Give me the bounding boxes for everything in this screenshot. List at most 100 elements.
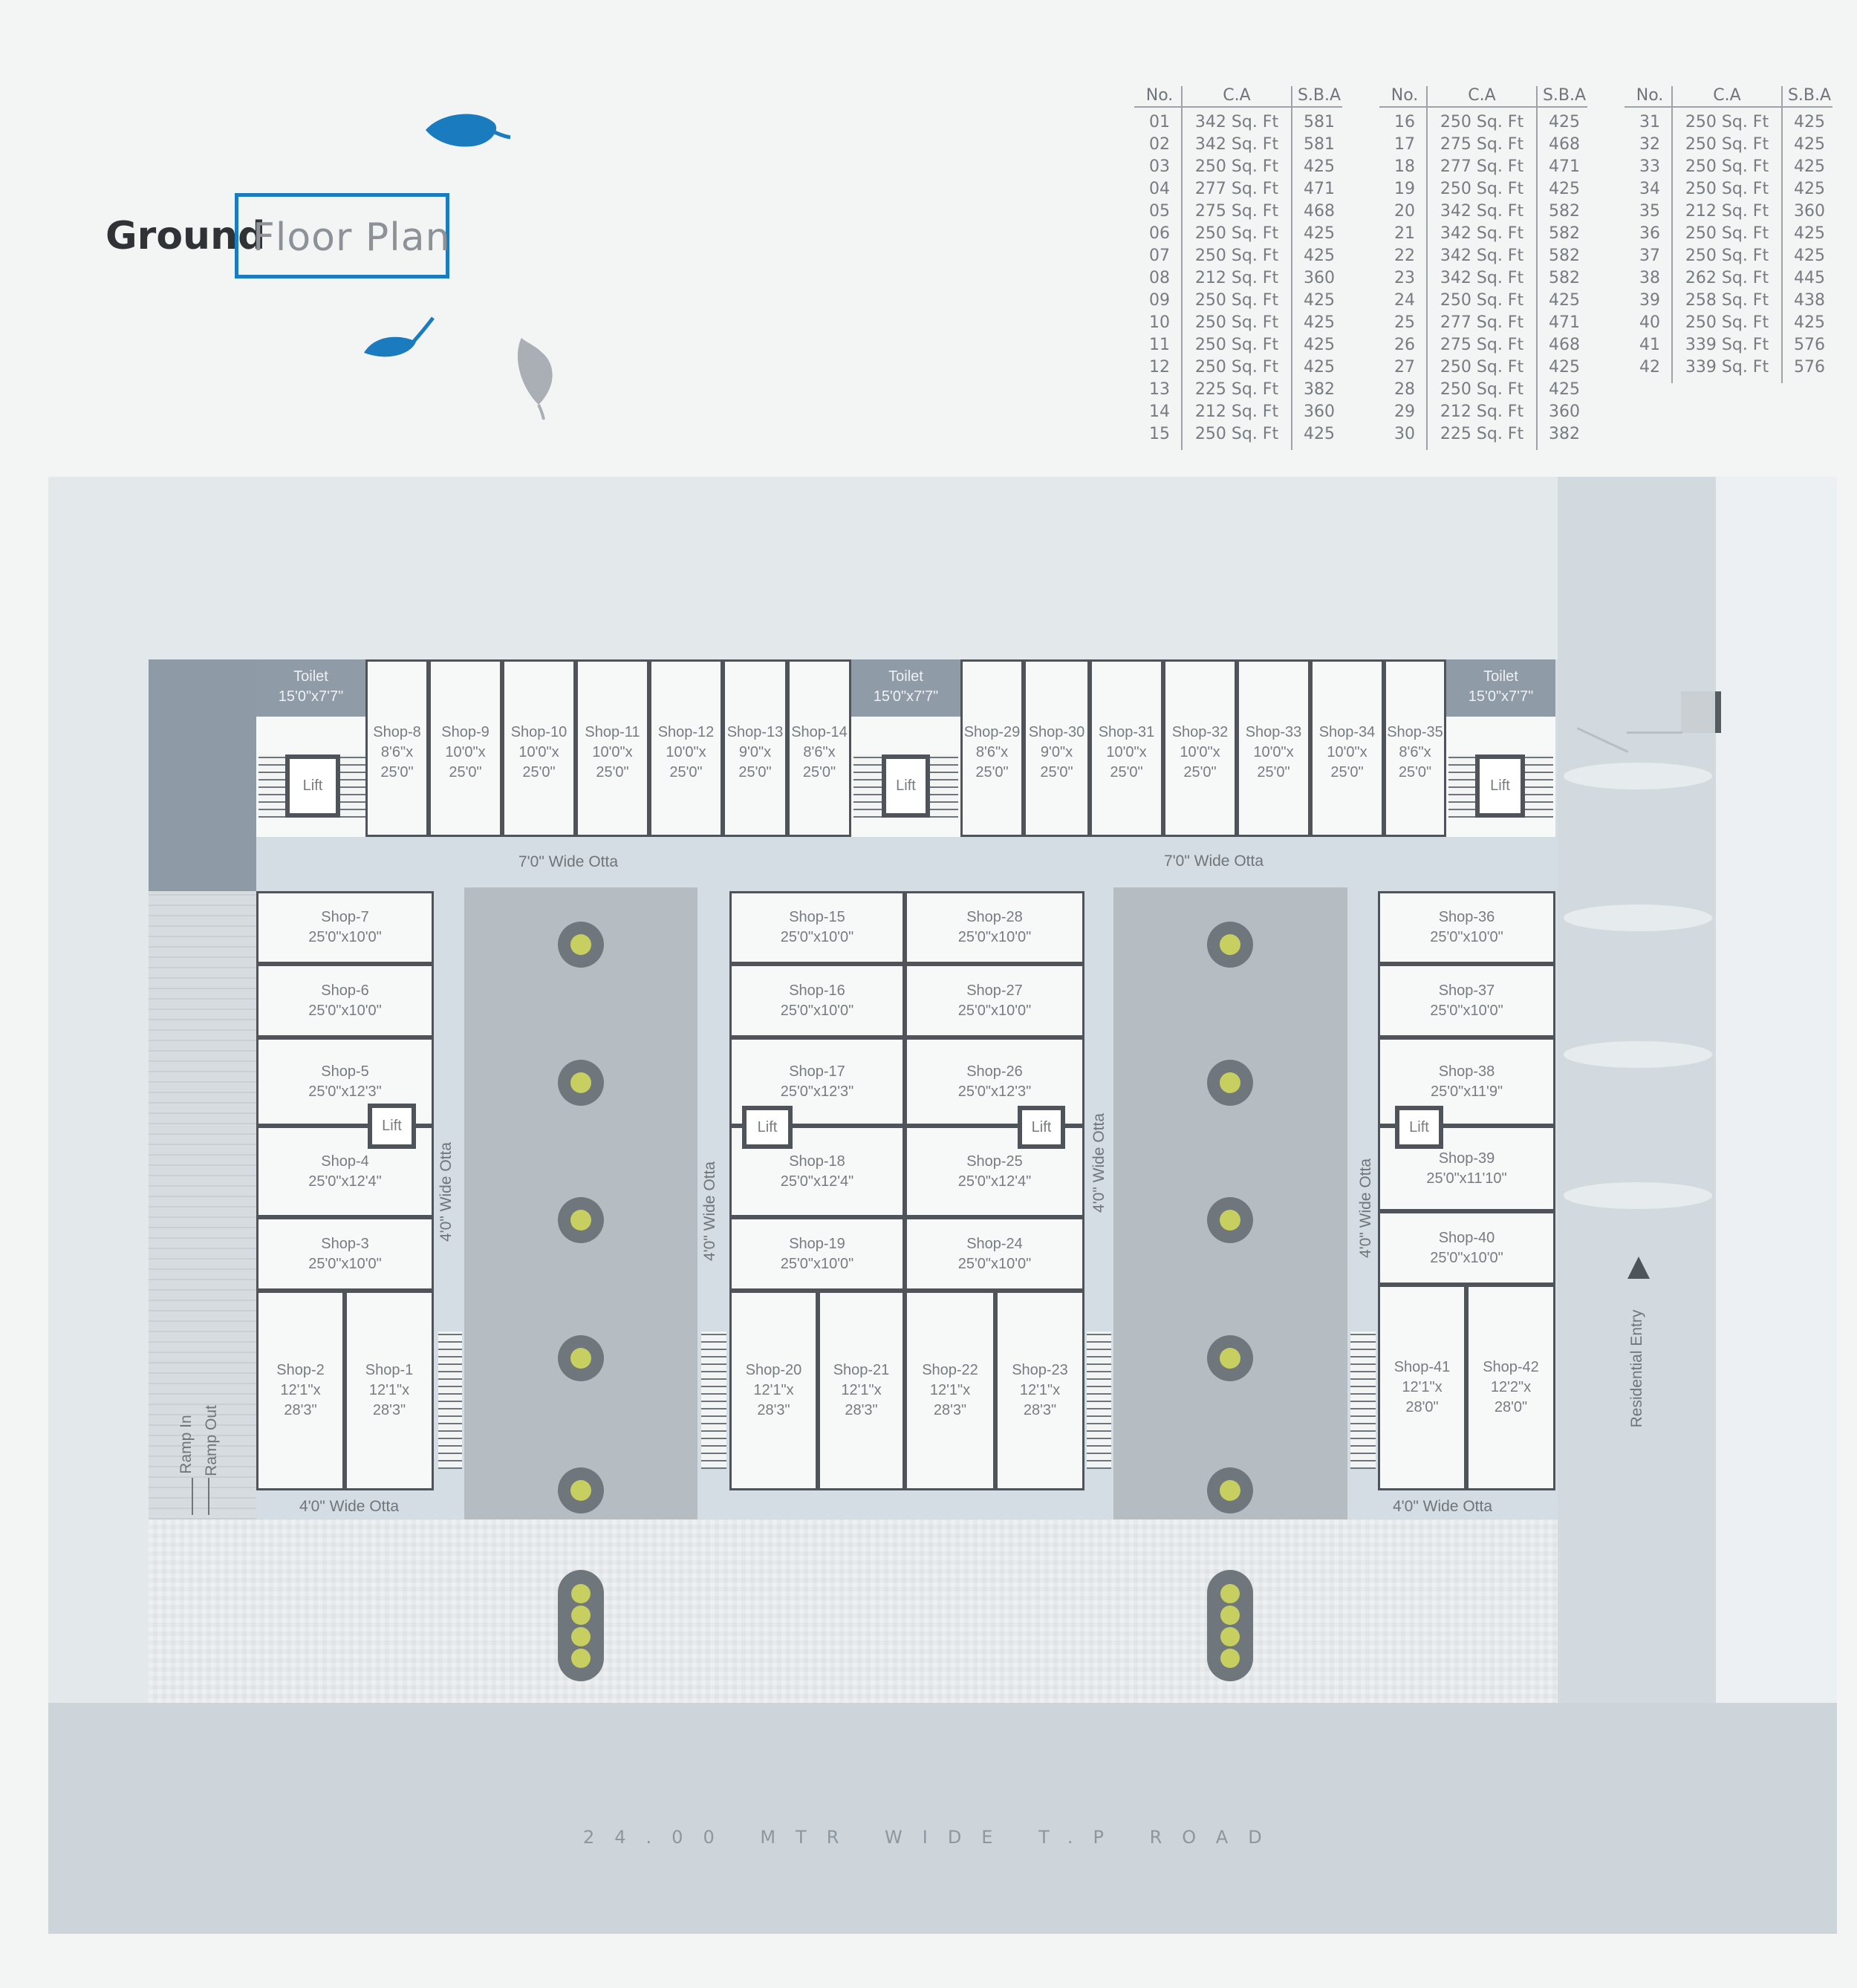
shop-label-line: Shop-35: [1387, 724, 1443, 740]
table-cell-sba: 582: [1549, 269, 1580, 287]
table-cell-no: 40: [1639, 313, 1660, 332]
table-cell-no: 37: [1639, 247, 1660, 265]
staircase: [930, 755, 958, 818]
shop-label-line: 25'0"x10'0": [780, 1255, 854, 1272]
driveway-marking: [1564, 1182, 1712, 1209]
shop-label-line: 25'0"x12'4": [957, 1173, 1032, 1190]
table-cell-ca: 250 Sq. Ft: [1440, 380, 1524, 399]
shop-label-line: 28'3": [933, 1402, 967, 1418]
table-cell-sba: 425: [1549, 180, 1580, 198]
shop-label-line: 10'0"x: [1106, 744, 1147, 760]
shop-label-line: 25'0": [596, 764, 629, 780]
staircase: [853, 755, 882, 818]
table-cell-no: 15: [1149, 425, 1170, 443]
shop-label-line: 8'6"x: [975, 744, 1009, 760]
shop-label-line: 8'6"x: [803, 744, 836, 760]
table-cell-no: 03: [1149, 157, 1170, 176]
table-cell-no: 07: [1149, 247, 1170, 265]
table-cell-ca: 342 Sq. Ft: [1194, 135, 1279, 154]
table-cell-no: 28: [1394, 380, 1415, 399]
table-cell-ca: 212 Sq. Ft: [1194, 403, 1279, 421]
shop-label-line: Shop-15: [789, 909, 845, 925]
shop-label-line: 25'0": [522, 764, 556, 780]
shop-label-line: 25'0": [1183, 764, 1217, 780]
table-header-2: S.B.A: [1787, 86, 1832, 105]
table-cell-sba: 582: [1549, 202, 1580, 221]
gray-leaf-icon: [517, 338, 553, 420]
table-cell-ca: 250 Sq. Ft: [1194, 425, 1279, 443]
shop-label-line: Shop-21: [833, 1362, 890, 1378]
table-cell-no: 14: [1149, 403, 1170, 421]
table-header-0: No.: [1636, 86, 1664, 105]
tree-icon: [558, 1335, 604, 1381]
table-cell-sba: 581: [1304, 113, 1335, 131]
table-header-rule: [1134, 106, 1342, 108]
table-row: 28 250 Sq. Ft 425: [1379, 380, 1587, 403]
table-cell-no: 39: [1639, 291, 1660, 310]
shop-label-line: 9'0"x: [738, 744, 772, 760]
table-cell-ca: 250 Sq. Ft: [1440, 113, 1524, 131]
shop-label-line: 9'0"x: [1040, 744, 1073, 760]
table-cell-no: 30: [1394, 425, 1415, 443]
ramp: [149, 891, 256, 1519]
shop-label-line: Shop-8: [373, 724, 421, 740]
staircase: [1525, 755, 1553, 818]
table-cell-ca: 250 Sq. Ft: [1194, 313, 1279, 332]
shop-label-line: Shop-20: [745, 1362, 802, 1378]
shop-label-line: 25'0": [1110, 764, 1143, 780]
table-cell-no: 21: [1394, 224, 1415, 243]
table-cell-sba: 360: [1304, 269, 1335, 287]
table-cell-ca: 342 Sq. Ft: [1440, 202, 1524, 221]
shop-label-line: 25'0"x12'3": [957, 1083, 1032, 1100]
lift: Lift: [1475, 755, 1525, 818]
table-cell-ca: 250 Sq. Ft: [1685, 247, 1769, 265]
shop-label-line: 10'0"x: [666, 744, 706, 760]
table-cell-no: 36: [1639, 224, 1660, 243]
shop-label-line: Shop-5: [321, 1063, 369, 1080]
lift: Lift: [1018, 1106, 1065, 1149]
table-cell-ca: 250 Sq. Ft: [1440, 180, 1524, 198]
shop-label-line: Shop-34: [1318, 724, 1376, 740]
table-cell-sba: 360: [1549, 403, 1580, 421]
shop-label-line: Shop-12: [657, 724, 715, 740]
table-cell-sba: 425: [1794, 157, 1825, 176]
table-column-rule: [1181, 86, 1183, 450]
shop-label-line: 10'0"x: [1327, 744, 1367, 760]
table-cell-no: 42: [1639, 358, 1660, 377]
table-column-rule: [1671, 86, 1673, 383]
table-cell-ca: 225 Sq. Ft: [1194, 380, 1279, 399]
title-frame: [235, 193, 449, 278]
table-header-1: C.A: [1713, 86, 1741, 105]
shop-label-line: Shop-26: [966, 1063, 1023, 1080]
shop-label-line: 25'0"x10'0": [1430, 929, 1503, 945]
table-header-1: C.A: [1468, 86, 1496, 105]
shop-label-line: Shop-6: [321, 982, 369, 999]
shop-label-line: Shop-23: [1012, 1362, 1068, 1378]
table-cell-no: 38: [1639, 269, 1660, 287]
table-cell-sba: 425: [1304, 157, 1335, 176]
staircase: [438, 1332, 462, 1469]
table-cell-ca: 262 Sq. Ft: [1685, 269, 1769, 287]
shop-label-line: Shop-33: [1245, 724, 1302, 740]
otta-label-bottom-left: 4'0" Wide Otta: [299, 1498, 400, 1515]
title-ground: Ground: [105, 214, 266, 258]
table-cell-sba: 471: [1304, 180, 1335, 198]
table-cell-sba: 425: [1549, 380, 1580, 399]
table-cell-ca: 250 Sq. Ft: [1685, 180, 1769, 198]
table-cell-no: 04: [1149, 180, 1170, 198]
